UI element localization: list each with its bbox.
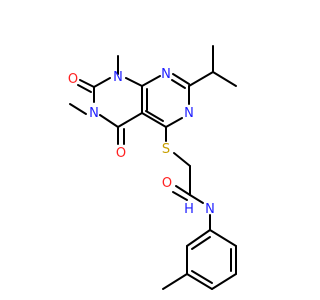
bond: [125, 77, 143, 87]
bond: [172, 191, 188, 201]
bond: [191, 270, 213, 284]
bond: [172, 73, 190, 85]
bond: [189, 194, 204, 204]
bond: [186, 229, 211, 247]
bond: [165, 117, 183, 128]
bond: [99, 114, 119, 128]
bond: [209, 229, 237, 247]
bond: [117, 112, 143, 128]
bond: [191, 236, 211, 250]
atom-n3: N: [89, 106, 99, 121]
bond: [173, 152, 191, 167]
bond: [162, 273, 188, 290]
bond: [141, 75, 161, 87]
bond: [212, 71, 237, 87]
bond: [93, 77, 111, 88]
atom-o2: O: [68, 72, 78, 87]
atom-nh: N: [205, 202, 215, 217]
bond: [175, 185, 191, 196]
bonds: [69, 45, 237, 290]
bond: [186, 273, 213, 290]
atom-s: S: [162, 142, 170, 157]
atom-h: H: [184, 202, 194, 217]
atom-o4: O: [116, 146, 126, 161]
bond: [188, 71, 214, 87]
molecule-structure: N N N N O O S O N H: [68, 45, 237, 290]
atom-o-amide: O: [162, 176, 172, 191]
bond: [211, 273, 237, 290]
bond: [171, 79, 186, 89]
bond: [145, 110, 164, 122]
bond: [69, 103, 87, 115]
atom-n8: N: [161, 67, 171, 82]
molecule-canvas: N N N N O O S O N H: [68, 45, 237, 290]
bond: [141, 112, 167, 128]
atom-n6: N: [184, 106, 194, 121]
bond: [79, 79, 95, 88]
bond: [77, 84, 92, 93]
atom-labels: N N N N O O S O N H: [68, 67, 215, 217]
atom-n1: N: [113, 70, 123, 85]
